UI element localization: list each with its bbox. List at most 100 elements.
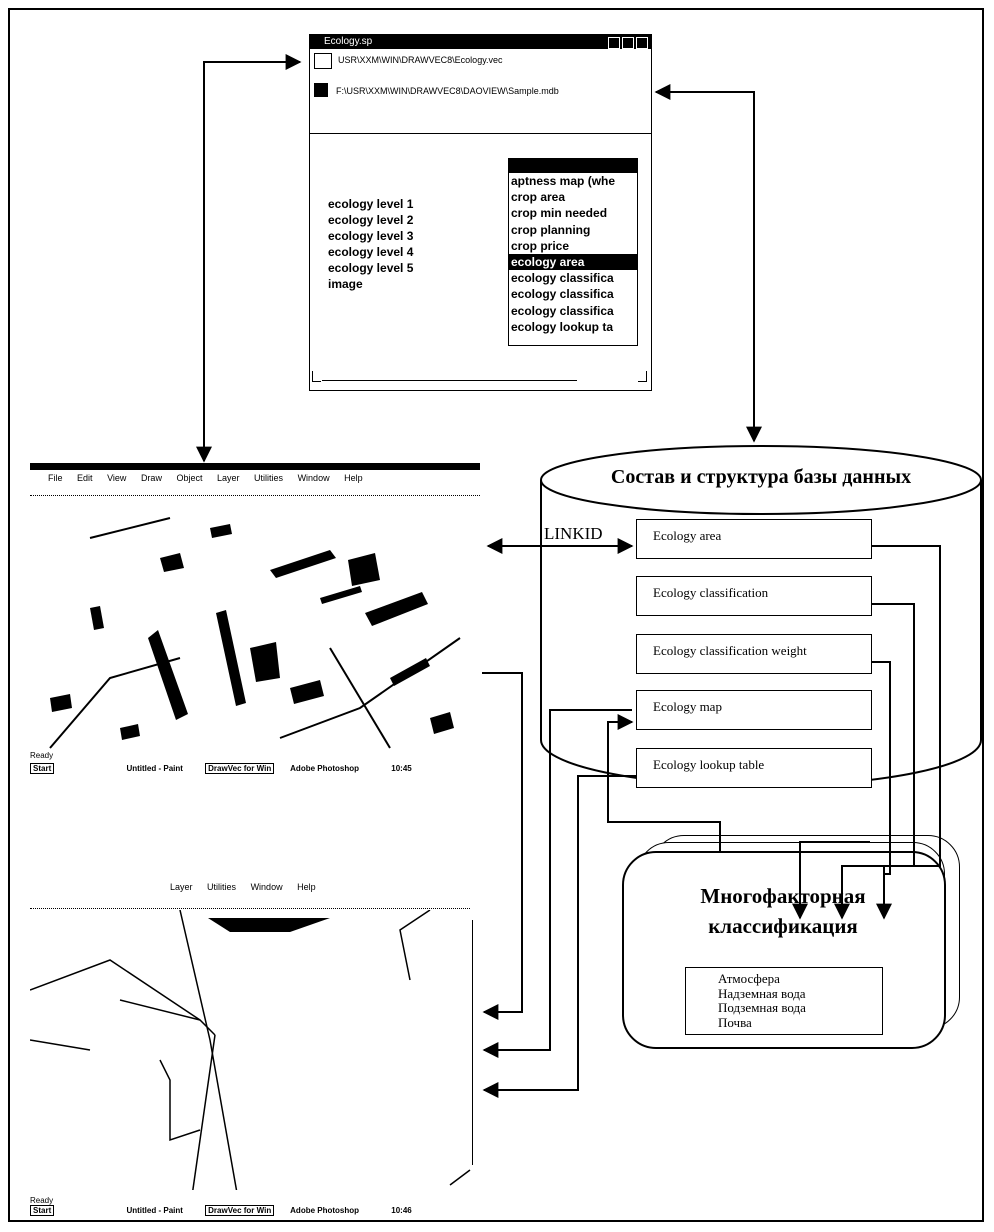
menu-window[interactable]: Window	[250, 882, 283, 892]
image-feature	[365, 592, 428, 626]
scroll-right-icon[interactable]	[638, 371, 647, 382]
horizontal-scrollbar[interactable]	[312, 371, 647, 382]
map2-toolbar	[30, 898, 470, 909]
taskbar-clock: 10:45	[391, 764, 412, 773]
image-feature	[210, 524, 232, 538]
image-feature	[216, 610, 246, 706]
taskbar-paint[interactable]: Untitled - Paint	[126, 1206, 183, 1215]
menu-file[interactable]: File	[48, 473, 63, 483]
map1-menubar: File Edit View Draw Object Layer Utiliti…	[48, 473, 468, 483]
factor-box	[685, 967, 883, 1035]
image-feature	[329, 647, 391, 749]
classification-title-1: Многофакторная	[700, 884, 866, 908]
layer-item[interactable]: ecology level 2	[328, 213, 414, 227]
menu-layer[interactable]: Layer	[217, 473, 240, 483]
taskbar-drawvec[interactable]: DrawVec for Win	[205, 1205, 275, 1216]
factor-item: Атмосфера	[718, 971, 780, 986]
menu-window[interactable]: Window	[297, 473, 330, 483]
database-file-path: F:\USR\XXM\WIN\DRAWVEC8\DAOVIEW\Sample.m…	[336, 86, 559, 96]
image-feature	[270, 550, 336, 578]
table-item[interactable]: crop min needed	[511, 206, 608, 221]
menu-object[interactable]: Object	[176, 473, 203, 483]
map2-status: Ready	[30, 1196, 54, 1205]
aerial-image	[49, 517, 461, 749]
image-feature	[90, 606, 104, 630]
image-feature	[290, 680, 324, 704]
map2-vscroll[interactable]	[472, 920, 477, 1165]
layer-item[interactable]: image	[328, 277, 363, 291]
layer-item[interactable]: ecology level 4	[328, 245, 414, 259]
menu-draw[interactable]: Draw	[140, 473, 162, 483]
menu-help[interactable]: Help	[344, 473, 363, 483]
table-item[interactable]: crop price	[511, 238, 570, 253]
taskbar-clock: 10:46	[391, 1206, 412, 1215]
vector-file-icon	[314, 53, 332, 69]
menu-edit[interactable]: Edit	[77, 473, 93, 483]
map-boundary	[30, 1039, 91, 1051]
table-item[interactable]: aptness map (whe	[511, 174, 616, 188]
map2-taskbar: Start Untitled - Paint DrawVec for Win A…	[30, 1205, 480, 1216]
figure-frame	[8, 8, 984, 1222]
map2-menubar: Layer Utilities Window Help	[170, 882, 316, 892]
minimize-button[interactable]	[608, 37, 620, 49]
table-item[interactable]: ecology classifica	[511, 271, 614, 286]
database-title: Состав и структура базы данных	[610, 466, 912, 488]
map1-titlebar	[30, 463, 480, 470]
map-window-1: File Edit View Draw Object Layer Utiliti…	[30, 463, 480, 775]
map-road	[192, 1034, 216, 1190]
map-boundary	[449, 1169, 471, 1186]
table-item[interactable]: ecology classifica	[511, 287, 614, 302]
maximize-button[interactable]	[622, 37, 634, 49]
factor-list: Атмосфера Надземная вода Подземная вода …	[718, 971, 806, 1030]
image-feature	[250, 642, 280, 682]
start-button[interactable]: Start	[30, 763, 55, 774]
taskbar-paint[interactable]: Untitled - Paint	[126, 764, 183, 773]
factor-item: Подземная вода	[718, 1000, 806, 1015]
taskbar-photoshop[interactable]: Adobe Photoshop	[290, 1206, 360, 1215]
database-file-icon	[314, 83, 328, 97]
table-item[interactable]: crop area	[511, 190, 566, 205]
image-feature	[120, 724, 140, 740]
map1-taskbar: Start Untitled - Paint DrawVec for Win A…	[30, 763, 480, 774]
image-feature	[348, 553, 380, 586]
layer-browser-titlebar: Ecology.sp	[310, 35, 651, 49]
factor-item: Надземная вода	[718, 985, 806, 1001]
table-item[interactable]: crop planning	[511, 222, 591, 237]
start-button[interactable]: Start	[30, 1205, 55, 1216]
layer-item[interactable]: ecology level 5	[328, 261, 414, 275]
image-feature	[49, 657, 181, 749]
db-table-ecology-map: Ecology map	[636, 690, 872, 730]
menu-utilities[interactable]: Utilities	[254, 473, 284, 483]
menu-help[interactable]: Help	[297, 882, 316, 892]
close-button[interactable]	[636, 37, 648, 49]
db-table-ecology-area: Ecology area	[636, 519, 872, 559]
image-feature	[89, 517, 171, 539]
vector-file-path: USR\XXM\WIN\DRAWVEC8\Ecology.vec	[338, 55, 503, 65]
map-boundary	[30, 959, 216, 1036]
menu-layer[interactable]: Layer	[170, 882, 193, 892]
table-item[interactable]: ecology lookup ta	[511, 319, 614, 334]
layer-item[interactable]: ecology level 3	[328, 229, 414, 243]
menu-utilities[interactable]: Utilities	[207, 882, 237, 892]
table-item-selected[interactable]: ecology area	[509, 253, 637, 271]
window-title: Ecology.sp	[324, 36, 373, 47]
map-boundary	[399, 910, 431, 981]
menu-view[interactable]: View	[107, 473, 127, 483]
listbox-header	[509, 159, 637, 173]
divider	[310, 133, 651, 134]
layer-item[interactable]: ecology level 1	[328, 197, 414, 211]
scroll-left-icon[interactable]	[312, 371, 321, 382]
image-feature	[50, 694, 72, 712]
image-feature	[430, 712, 454, 734]
map-window-2: Layer Utilities Window Help Ready Start …	[30, 880, 480, 1218]
classification-title-2: классификация	[708, 914, 858, 938]
layer-list: ecology level 1 ecology level 2 ecology …	[328, 196, 413, 292]
factor-item: Почва	[718, 1014, 752, 1030]
db-table-ecology-lookup: Ecology lookup table	[636, 748, 872, 788]
table-item[interactable]: ecology classifica	[511, 303, 614, 318]
taskbar-photoshop[interactable]: Adobe Photoshop	[290, 764, 360, 773]
taskbar-drawvec[interactable]: DrawVec for Win	[205, 763, 275, 774]
table-listbox[interactable]: aptness map (whe crop area crop min need…	[508, 158, 638, 346]
map-road	[179, 910, 238, 1190]
image-feature	[160, 553, 184, 572]
